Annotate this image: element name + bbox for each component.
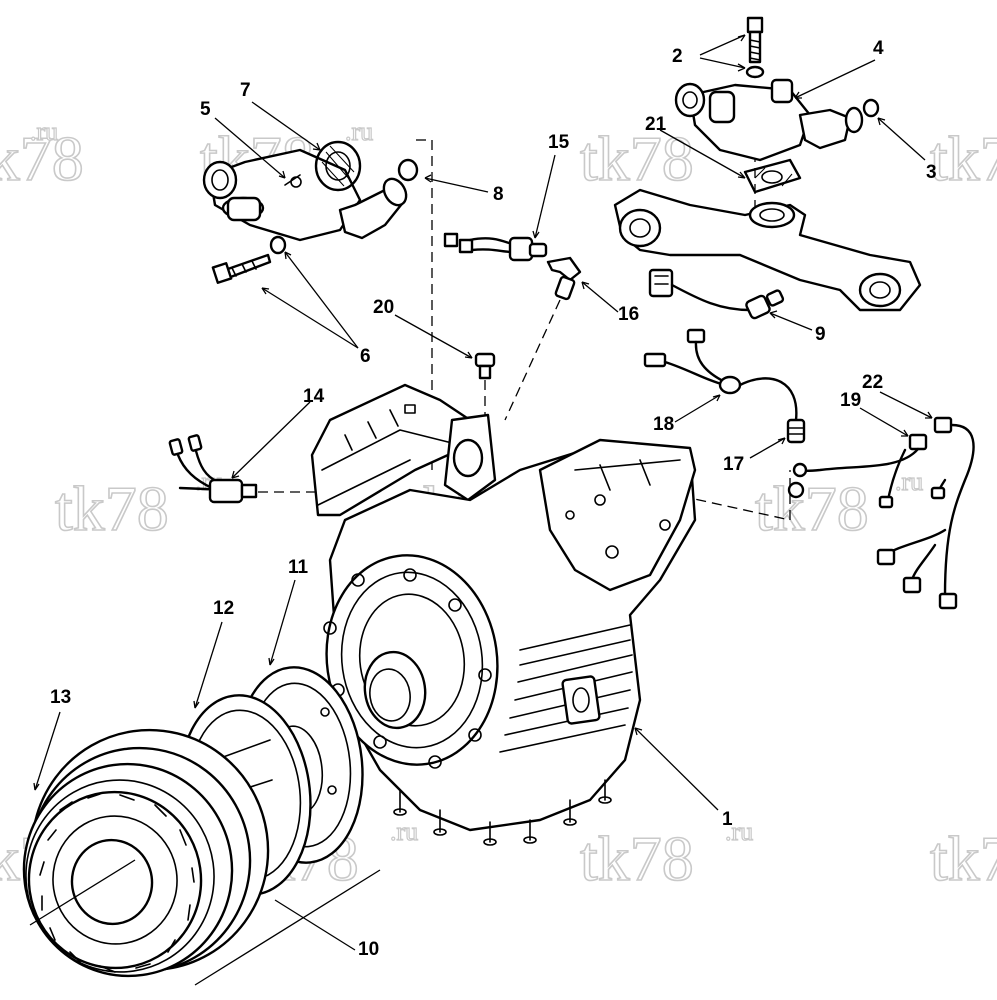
callout-17: 17 [723,454,744,475]
callout-10: 10 [358,939,379,960]
callout-1: 1 [722,809,733,830]
callout-21: 21 [645,114,667,135]
callout-2: 2 [672,46,683,67]
watermark: tk78 [929,822,997,895]
watermark: tk78 [929,122,997,195]
callout-12: 12 [213,598,234,619]
suction-service-valve [613,16,922,312]
watermark-suffix: .ru [725,817,753,846]
callout-5: 5 [200,99,211,120]
watermark-text: tk78 [755,473,869,544]
speed-sensor [786,418,806,444]
wire-harness [787,416,975,610]
watermark-suffix: .ru [390,817,418,846]
oil-pressure-switch [168,434,258,504]
callout-14: 14 [303,386,325,407]
watermark: tk78 .ru [579,816,754,894]
pressure-switch [443,232,582,301]
compressor-body [310,383,697,846]
callout-8: 8 [493,184,504,205]
pulley [22,728,270,978]
watermark-text: tk78 [580,823,694,894]
callout-labels: 2 4 3 21 7 5 8 15 16 9 6 20 14 18 17 19 … [50,38,937,960]
discharge-service-valve [202,140,419,284]
watermark-suffix: .ru [345,117,373,146]
watermark: tk78.ru [579,116,754,194]
callout-7: 7 [240,80,251,101]
callout-3: 3 [926,162,937,183]
callout-9: 9 [815,324,826,345]
callout-6: 6 [360,346,371,367]
callout-20: 20 [373,297,394,318]
temperature-sensor [648,268,785,320]
watermark-text: tk78 [930,823,997,894]
watermark-text: tk78 [55,473,169,544]
callout-4: 4 [873,38,884,59]
callout-13: 13 [50,687,71,708]
plug-bolt [474,352,496,380]
callout-18: 18 [653,414,674,435]
callout-11: 11 [288,557,309,578]
watermark: tk78.ru [0,116,85,194]
callout-16: 16 [618,304,639,325]
sensor-harness [643,328,798,422]
leader-lines [29,34,933,986]
callout-19: 19 [840,390,861,411]
watermark-text: tk78 [0,123,84,194]
watermark-suffix: .ru [30,117,58,146]
watermark-suffix: .ru [895,467,923,496]
watermark: tk78 .ru [754,466,924,544]
watermark-text: tk78 [930,123,997,194]
callout-22: 22 [862,372,883,393]
watermark-text: tk78 [580,123,694,194]
callout-15: 15 [548,132,570,153]
